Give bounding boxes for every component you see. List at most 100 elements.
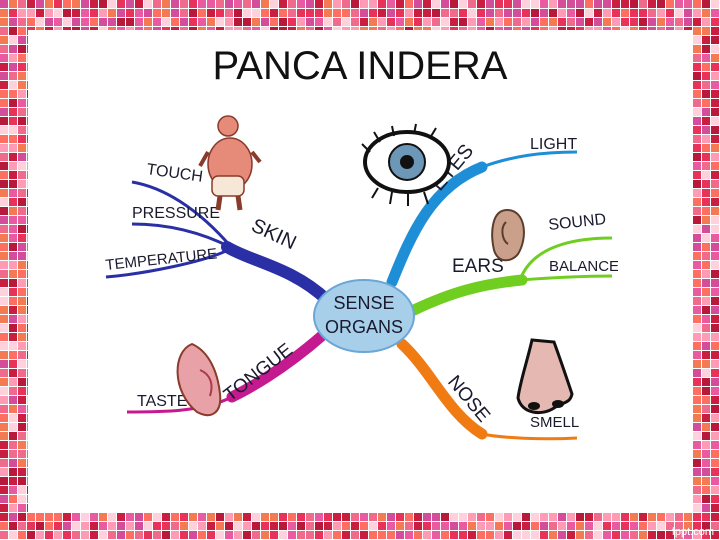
mosaic-tile — [18, 0, 26, 8]
mosaic-tile — [549, 531, 557, 539]
mosaic-tile — [693, 126, 701, 134]
taste-branch-line — [126, 395, 233, 414]
mosaic-tile — [306, 513, 314, 521]
mosaic-tile — [0, 486, 8, 494]
mosaic-tile — [189, 513, 197, 521]
mosaic-tile — [711, 261, 719, 269]
mosaic-tile — [585, 9, 593, 17]
mosaic-tile — [405, 513, 413, 521]
mosaic-tile — [423, 18, 431, 26]
mosaic-tile — [495, 18, 503, 26]
mosaic-tile — [711, 171, 719, 179]
mosaic-tile — [270, 18, 278, 26]
mosaic-tile — [693, 45, 701, 53]
mosaic-tile — [261, 18, 269, 26]
mosaic-tile — [693, 342, 701, 350]
mosaic-tile — [621, 0, 629, 8]
mosaic-tile — [531, 0, 539, 8]
mosaic-tile — [675, 0, 683, 8]
mosaic-tile — [18, 99, 26, 107]
mosaic-tile — [387, 18, 395, 26]
mosaic-tile — [135, 522, 143, 530]
mosaic-tile — [18, 288, 26, 296]
mosaic-tile — [450, 522, 458, 530]
mosaic-tile — [0, 432, 8, 440]
mosaic-tile — [621, 513, 629, 521]
mosaic-tile — [18, 171, 26, 179]
mosaic-tile — [693, 297, 701, 305]
mosaic-tile — [648, 522, 656, 530]
mosaic-tile — [9, 162, 17, 170]
mosaic-tile — [693, 0, 701, 8]
mosaic-tile — [702, 81, 710, 89]
mosaic-tile — [126, 513, 134, 521]
mosaic-tile — [693, 288, 701, 296]
mosaic-tile — [711, 315, 719, 323]
mosaic-tile — [315, 0, 323, 8]
mosaic-tile — [162, 522, 170, 530]
mosaic-tile — [414, 522, 422, 530]
mosaic-tile — [9, 126, 17, 134]
mosaic-tile — [711, 0, 719, 8]
mosaic-tile — [693, 27, 701, 35]
mosaic-tile — [558, 18, 566, 26]
mosaic-tile — [612, 531, 620, 539]
mosaic-tile — [504, 18, 512, 26]
ear-illustration — [491, 208, 525, 262]
mosaic-tile — [9, 252, 17, 260]
mosaic-tile — [432, 522, 440, 530]
mosaic-tile — [216, 531, 224, 539]
mosaic-tile — [9, 288, 17, 296]
mosaic-tile — [711, 90, 719, 98]
mosaic-tile — [153, 522, 161, 530]
mosaic-tile — [576, 522, 584, 530]
mosaic-tile — [702, 207, 710, 215]
mosaic-tile — [711, 531, 719, 539]
mosaic-tile — [549, 0, 557, 8]
mosaic-tile — [18, 297, 26, 305]
mosaic-tile — [702, 198, 710, 206]
mosaic-tile — [135, 18, 143, 26]
mosaic-tile — [369, 18, 377, 26]
mosaic-tile — [603, 513, 611, 521]
eyes-branch-stroke — [386, 161, 488, 288]
mosaic-tile — [0, 495, 8, 503]
mosaic-tile — [9, 225, 17, 233]
mosaic-tile — [711, 441, 719, 449]
mosaic-tile — [9, 324, 17, 332]
mosaic-tile — [549, 18, 557, 26]
mosaic-tile — [531, 522, 539, 530]
mosaic-tile — [126, 522, 134, 530]
mosaic-tile — [360, 18, 368, 26]
mosaic-tile — [18, 468, 26, 476]
mosaic-tile — [702, 252, 710, 260]
mosaic-tile — [360, 513, 368, 521]
mosaic-tile — [666, 9, 674, 17]
mosaic-tile — [405, 522, 413, 530]
mosaic-tile — [486, 531, 494, 539]
mosaic-tile — [423, 9, 431, 17]
mosaic-tile — [0, 54, 8, 62]
mosaic-tile — [135, 513, 143, 521]
mosaic-tile — [351, 0, 359, 8]
mosaic-tile — [711, 387, 719, 395]
mosaic-tile — [216, 9, 224, 17]
mosaic-tile — [117, 9, 125, 17]
mosaic-tile — [711, 144, 719, 152]
mosaic-tile — [81, 522, 89, 530]
mosaic-tile — [135, 531, 143, 539]
mosaic-tile — [558, 522, 566, 530]
mosaic-tile — [9, 207, 17, 215]
mosaic-tile — [630, 522, 638, 530]
mosaic-tile — [693, 432, 701, 440]
mosaic-tile — [144, 531, 152, 539]
mosaic-tile — [693, 279, 701, 287]
mosaic-tile — [675, 9, 683, 17]
mosaic-tile — [711, 423, 719, 431]
mosaic-tile — [711, 414, 719, 422]
mosaic-tile — [702, 333, 710, 341]
mosaic-tile — [45, 0, 53, 8]
mosaic-tile — [234, 522, 242, 530]
mosaic-tile — [9, 522, 17, 530]
mosaic-tile — [9, 189, 17, 197]
